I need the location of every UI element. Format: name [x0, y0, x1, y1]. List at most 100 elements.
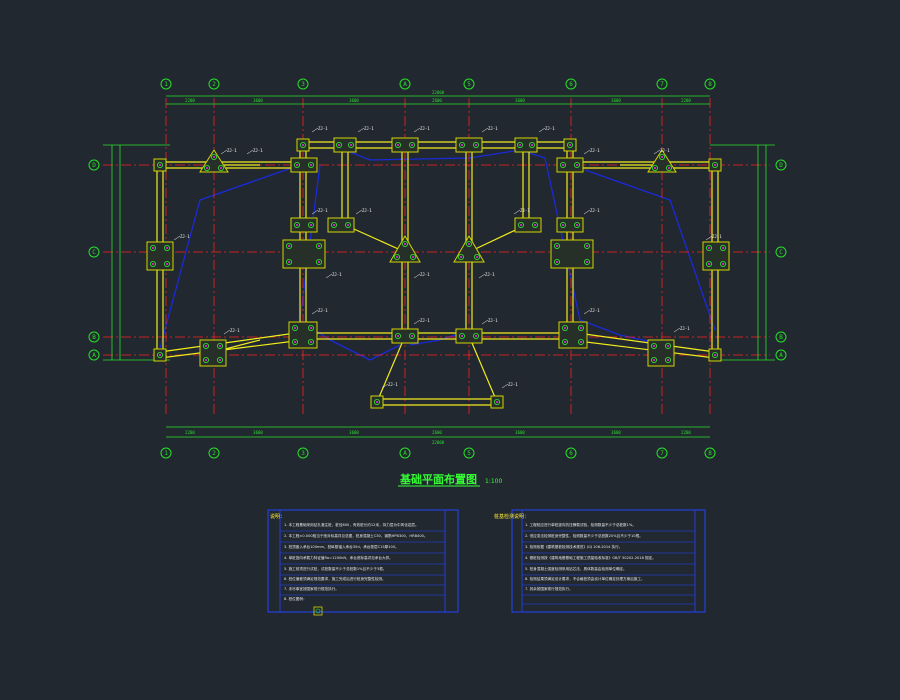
pile — [518, 221, 525, 228]
cap-tag: ZJ-1 — [311, 208, 328, 215]
grade-beams — [156, 141, 719, 406]
pile — [291, 324, 298, 331]
pile — [567, 141, 574, 148]
cap-tag: ZJ-1 — [583, 148, 600, 155]
pile — [472, 332, 479, 339]
cap-tag: ZJ-1 — [357, 126, 374, 133]
pile — [712, 161, 719, 168]
pile — [307, 221, 314, 228]
pile — [665, 356, 672, 363]
cap-tag: ZJ-1 — [355, 208, 372, 215]
bottom-span-dim: 3600 — [349, 430, 359, 435]
general-note-line: 7. 未尽事宜按国家现行规范执行。 — [284, 586, 339, 591]
pile — [578, 324, 585, 331]
pile — [291, 338, 298, 345]
svg-text:ZJ-1: ZJ-1 — [712, 234, 722, 239]
drawing-scale: 1:100 — [485, 478, 502, 485]
pile — [149, 260, 156, 267]
pile — [574, 161, 581, 168]
drawing-title: 基础平面布置图 — [399, 472, 477, 486]
top-span-dim: 2200 — [681, 98, 691, 103]
axis-grid — [103, 98, 770, 415]
general-notes-title: 说明： — [270, 513, 285, 520]
cap-tag: ZJ-1 — [413, 318, 430, 325]
svg-text:ZJ-1: ZJ-1 — [180, 234, 190, 239]
pile — [554, 242, 561, 249]
pile-testing-notes-panel: 桩基检测说明： 1. 工程桩应进行单桩竖向抗压静载试验，检测数量不少于总桩数1%… — [494, 509, 706, 613]
cap-tag: ZJ-1 — [538, 126, 555, 133]
pile — [560, 221, 567, 228]
pile — [720, 244, 727, 251]
pile — [202, 342, 209, 349]
pile — [493, 398, 500, 405]
svg-text:ZJ-1: ZJ-1 — [680, 326, 690, 331]
pile — [584, 242, 591, 249]
cap-tag: ZJ-1 — [583, 308, 600, 315]
cap-tag: ZJ-1 — [481, 318, 498, 325]
svg-text:ZJ-1: ZJ-1 — [485, 272, 495, 277]
axis-col-label: 3 — [301, 81, 305, 88]
cap-tag: ZJ-1 — [673, 326, 690, 333]
cap-tag: ZJ-1 — [413, 272, 430, 279]
cap-tag: ZJ-1 — [653, 148, 670, 155]
pile — [335, 141, 342, 148]
pile-note-line: 6. 检测结果须满足设计要求，不合格桩须由设计单位确定处理方案后施工。 — [525, 576, 645, 581]
pile — [344, 221, 351, 228]
soil-contour-lines — [159, 149, 716, 361]
bottom-span-dim: 2600 — [432, 430, 442, 435]
pile-note-line: 4. 基桩检测按《建筑地基基础工程施工质量验收标准》GB/T 50202-201… — [525, 555, 656, 560]
pile — [373, 398, 380, 405]
pile — [315, 258, 322, 265]
svg-text:ZJ-1: ZJ-1 — [318, 308, 328, 313]
pile — [554, 258, 561, 265]
dimension-text: 22000 22000 2200 3600 3600 2600 3600 360… — [185, 90, 691, 445]
general-note-line: 1. 本工程基础采用钻孔灌注桩，桩径600，有效桩长约12米，持力层为中风化岩层… — [284, 522, 419, 527]
pile — [330, 221, 337, 228]
pile — [651, 342, 658, 349]
axis-row-label: A — [92, 352, 96, 359]
pile — [473, 253, 480, 260]
axis-row-label: C — [92, 249, 96, 256]
svg-text:ZJ-1: ZJ-1 — [318, 208, 328, 213]
pile-caps — [146, 137, 730, 409]
cap-tag: ZJ-1 — [223, 328, 240, 335]
svg-text:ZJ-1: ZJ-1 — [660, 148, 670, 153]
cap-tag: ZJ-1 — [220, 148, 237, 155]
bottom-total-dim: 22000 — [432, 440, 445, 445]
pile-note-line: 3. 检测依据《建筑基桩检测技术规范》JGJ 106-2014 执行。 — [525, 544, 622, 549]
axis-col-label: 6 — [569, 81, 573, 88]
pile-cap-double — [290, 137, 584, 344]
axis-col-label: 5 — [467, 81, 471, 88]
cap-tag: ZJ-1 — [501, 382, 518, 389]
pile — [532, 221, 539, 228]
pile — [706, 244, 713, 251]
axis-col-label: 7 — [660, 81, 664, 88]
pile — [458, 141, 465, 148]
pile — [712, 351, 719, 358]
svg-text:ZJ-1: ZJ-1 — [253, 148, 263, 153]
axis-col-label: 8 — [708, 81, 712, 88]
axis-row-label: D — [92, 162, 96, 169]
svg-text:ZJ-1: ZJ-1 — [520, 208, 530, 213]
pile — [401, 240, 408, 247]
top-span-dim: 2600 — [432, 98, 442, 103]
general-note-line: 2. 本工程±0.000相当于绝对标高详见总图，桩身混凝土C30，钢筋HPB30… — [284, 533, 428, 538]
pile — [465, 240, 472, 247]
pile — [307, 161, 314, 168]
pile — [202, 356, 209, 363]
pile — [299, 141, 306, 148]
pile — [458, 332, 465, 339]
pile — [347, 141, 354, 148]
top-total-dim: 22000 — [432, 90, 445, 95]
cap-tag: ZJ-1 — [478, 272, 495, 279]
pile — [394, 141, 401, 148]
pile — [651, 356, 658, 363]
svg-text:ZJ-1: ZJ-1 — [332, 272, 342, 277]
drawing-title-block: 基础平面布置图 1:100 — [398, 472, 502, 487]
axis-col-label: A — [403, 81, 407, 88]
axis-col-label: 3 — [301, 450, 305, 457]
pile — [560, 161, 567, 168]
axis-col-label: A — [403, 450, 407, 457]
axis-labels: 1 2 3 A 5 6 7 8 1 2 3 A 5 6 7 8 D C B A … — [92, 81, 783, 457]
svg-text:ZJ-1: ZJ-1 — [590, 308, 600, 313]
